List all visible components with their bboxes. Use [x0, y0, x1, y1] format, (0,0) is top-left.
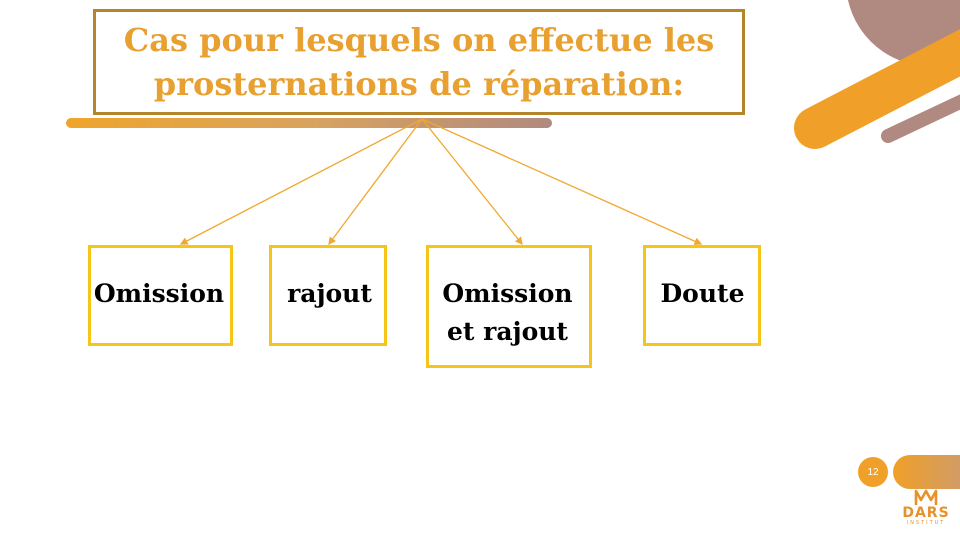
- case-box-doute: [643, 245, 761, 346]
- orange-diagonal-stroke: [794, 29, 960, 149]
- arrow-to-omission-et-rajout: [421, 118, 523, 246]
- page-number-accent-pill: [893, 455, 960, 489]
- case-box-omission-et-rajout: [426, 245, 592, 368]
- case-label-omission-et-rajout: Omission et rajout: [442, 279, 573, 346]
- case-label-rajout: rajout: [287, 279, 372, 308]
- title-underline-bar: [66, 118, 552, 128]
- arrow-to-rajout: [328, 118, 423, 246]
- title-box: Cas pour lesquels on effectue les proste…: [93, 9, 745, 115]
- case-box-omission: [88, 245, 233, 346]
- mauve-diagonal-stroke: [881, 94, 960, 143]
- case-box-rajout: [269, 245, 387, 346]
- page-number-badge: 12: [858, 457, 888, 487]
- logo-name: DARS: [902, 505, 950, 521]
- case-label-omission: Omission: [93, 279, 225, 308]
- arrow-to-doute: [421, 118, 703, 245]
- case-label-doute: Doute: [660, 279, 745, 308]
- slide-title: Cas pour lesquels on effectue les proste…: [123, 21, 715, 103]
- dars-logo-icon: [914, 489, 938, 505]
- logo-subtitle: INSTITUT: [906, 520, 946, 526]
- dars-logo: DARS INSTITUT: [898, 488, 954, 538]
- arrow-to-omission: [179, 118, 423, 245]
- page-number: 12: [867, 466, 879, 478]
